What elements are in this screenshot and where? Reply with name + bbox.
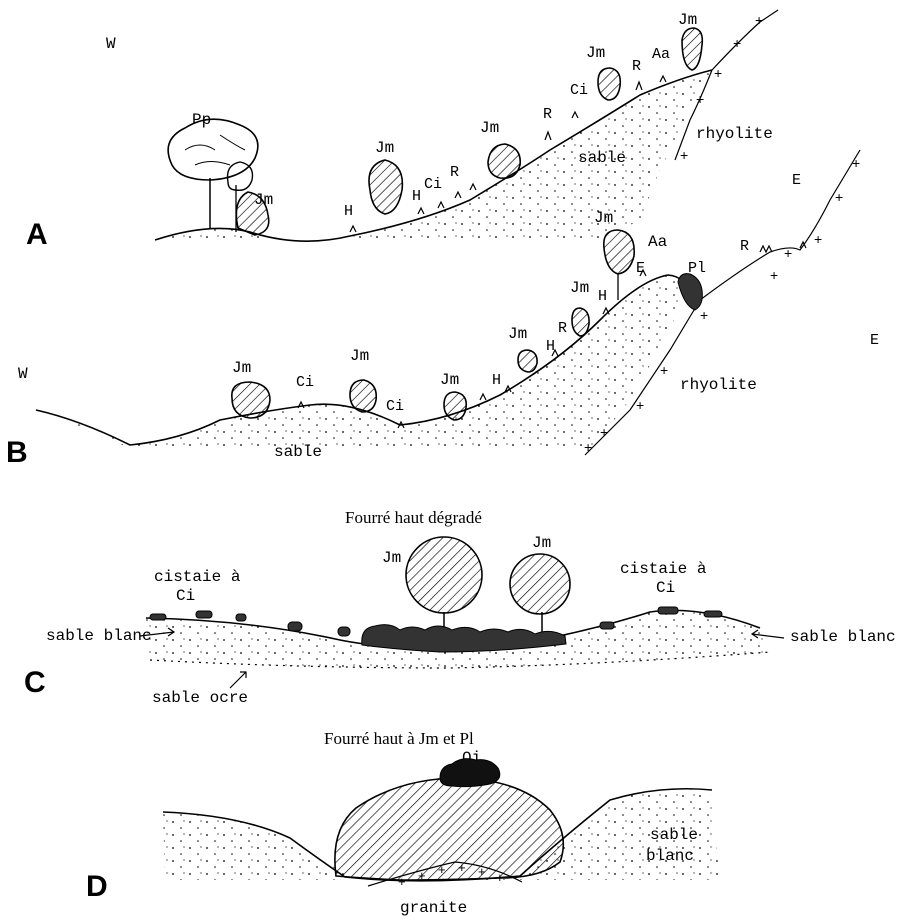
label-ci-right: Ci — [656, 579, 675, 597]
juniper-shrub — [598, 68, 620, 100]
svg-text:+: + — [733, 35, 741, 51]
svg-text:+: + — [852, 155, 860, 171]
juniper-shrub — [369, 160, 402, 214]
panel-c: C Fourré haut dégradé cistaie à Ci cista… — [24, 508, 896, 707]
panel-b: B W E +++ +++ ++++ rhyolite sable Jm Jm … — [6, 150, 879, 469]
label-granite: granite — [400, 899, 467, 917]
svg-text:+: + — [418, 868, 426, 883]
svg-text:+: + — [584, 439, 592, 455]
label-sable-blanc-left: sable blanc — [46, 627, 152, 645]
label-pp: Pp — [192, 111, 211, 129]
svg-text:+: + — [755, 12, 763, 28]
label-rhyolite: rhyolite — [680, 376, 757, 394]
label-h: H — [344, 203, 353, 220]
jm-tree — [406, 537, 482, 636]
label-jm: Jm — [480, 119, 499, 137]
svg-text:+: + — [770, 267, 778, 283]
svg-text:+: + — [835, 189, 843, 205]
svg-text:+: + — [438, 862, 446, 877]
jm-tree — [510, 554, 570, 636]
label-r: R — [450, 164, 459, 181]
label-h: H — [412, 188, 421, 205]
label-east: E — [870, 332, 879, 349]
qi-canopy — [440, 759, 500, 787]
panel-a: A W E +++ ++ rhyolite sable Pp Jm Jm J — [26, 10, 801, 251]
panel-title: Fourré haut à Jm et Pl — [324, 729, 474, 748]
svg-text:+: + — [680, 147, 688, 163]
panel-title: Fourré haut dégradé — [345, 508, 482, 527]
juniper-shrub — [604, 230, 634, 274]
juniper-shrub — [518, 350, 537, 372]
label-h: H — [492, 372, 501, 389]
juniper-shrub — [350, 380, 376, 412]
panel-letter-a: A — [26, 218, 48, 251]
arrow-right — [752, 630, 784, 638]
label-r: R — [558, 320, 567, 337]
label-east: E — [792, 172, 801, 189]
arrow-ocre — [230, 672, 246, 688]
label-ci: Ci — [570, 82, 588, 99]
panel-letter-c: C — [24, 666, 46, 699]
label-sable: sable — [274, 443, 322, 461]
svg-text:+: + — [714, 65, 722, 81]
label-cistaie-left: cistaie à — [154, 568, 241, 586]
label-jm: Jm — [570, 279, 589, 297]
label-aa: Aa — [648, 233, 668, 251]
label-jm: Jm — [350, 347, 369, 365]
juniper-shrub — [488, 144, 520, 178]
label-ci: Ci — [386, 398, 404, 415]
panel-letter-d: D — [86, 870, 108, 903]
label-sable: sable — [578, 149, 626, 167]
label-ci-left: Ci — [176, 587, 195, 605]
label-h: H — [598, 288, 607, 305]
label-r: R — [740, 238, 749, 255]
label-ci: Ci — [424, 176, 442, 193]
svg-text:+: + — [784, 245, 792, 261]
label-sable-blanc-right: sable blanc — [790, 628, 896, 646]
label-r: R — [632, 58, 641, 75]
label-west: W — [18, 365, 28, 383]
panel-d: D Fourré haut à Jm et Pl Qi +++ +++ gran… — [86, 729, 720, 917]
rhyolite-slope — [700, 150, 860, 300]
label-jm: Jm — [508, 325, 527, 343]
label-jm: Jm — [532, 534, 551, 552]
label-jm: Jm — [232, 359, 251, 377]
svg-text:+: + — [600, 424, 608, 440]
label-jm: Jm — [678, 11, 697, 29]
label-jm: Jm — [586, 44, 605, 62]
juniper-shrub — [444, 392, 466, 420]
label-sable: sable — [650, 826, 698, 844]
label-jm: Jm — [254, 191, 273, 209]
svg-text:+: + — [458, 860, 466, 875]
svg-text:+: + — [636, 397, 644, 413]
juniper-shrub — [572, 308, 589, 336]
rhyolite-slope — [712, 10, 778, 70]
label-sable-ocre: sable ocre — [152, 689, 248, 707]
svg-text:+: + — [478, 864, 486, 879]
label-west: W — [106, 35, 116, 53]
svg-text:+: + — [696, 91, 704, 107]
svg-text:+: + — [496, 870, 504, 885]
label-aa: Aa — [652, 46, 670, 63]
label-r: R — [543, 106, 552, 123]
label-blanc: blanc — [646, 847, 694, 865]
pistacia-shrub — [678, 274, 702, 310]
juniper-shrub — [232, 382, 270, 418]
label-jm: Jm — [375, 139, 394, 157]
label-ci: Ci — [296, 374, 314, 391]
label-jm: Jm — [594, 209, 613, 227]
label-rhyolite: rhyolite — [696, 125, 773, 143]
svg-text:+: + — [398, 874, 406, 889]
juniper-shrub — [682, 28, 702, 70]
shrub-mass-jm-pl — [335, 778, 563, 880]
label-jm: Jm — [382, 549, 401, 567]
svg-text:+: + — [700, 307, 708, 323]
label-jm: Jm — [440, 371, 459, 389]
panel-letter-b: B — [6, 436, 28, 469]
label-cistaie-right: cistaie à — [620, 560, 707, 578]
svg-text:+: + — [814, 231, 822, 247]
svg-text:+: + — [660, 362, 668, 378]
